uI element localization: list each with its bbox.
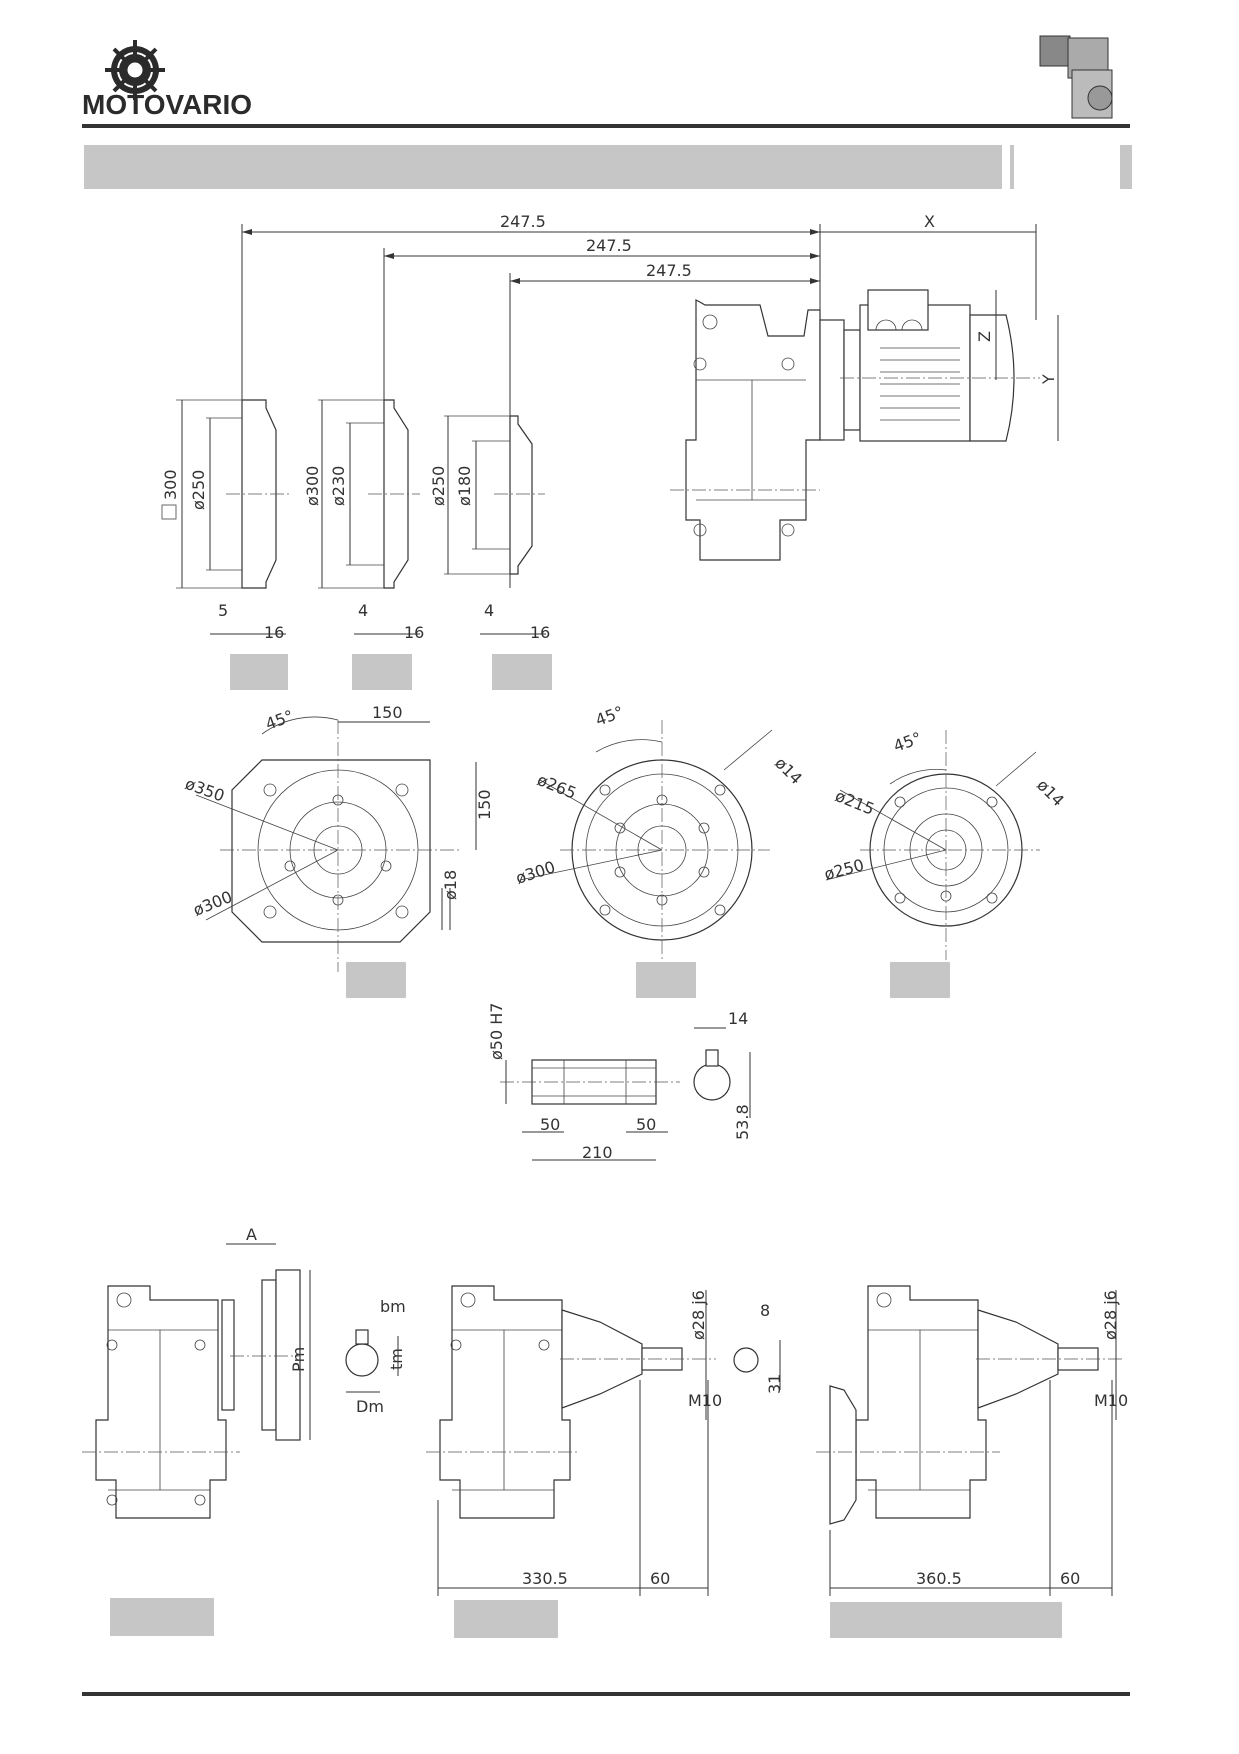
flange-3-side-view	[444, 415, 545, 575]
dim-f2-16: 16	[404, 623, 424, 642]
label-box-view-1	[346, 962, 406, 998]
dim-bottom-d28-a: ø28 j6	[689, 1290, 708, 1340]
dim-hollow-210: 210	[582, 1143, 613, 1162]
dim-f3-4: 4	[484, 601, 494, 620]
label-box-bottom-2	[454, 1600, 558, 1638]
dim-v3-d215: ø215	[833, 786, 878, 819]
gearmotor-side-view	[670, 289, 1040, 561]
gearbox-flange-output-shaft-view	[816, 1285, 1124, 1596]
square-flange-front-view	[195, 716, 460, 972]
label-box-view-2	[636, 962, 696, 998]
dim-bottom-60-a: 60	[650, 1569, 670, 1588]
dim-bottom-330-5: 330.5	[522, 1569, 568, 1588]
dim-f3-d180: ø180	[455, 466, 474, 506]
dim-v3-d14: ø14	[1033, 775, 1068, 810]
dim-bottom-m10-b: M10	[1094, 1391, 1128, 1410]
dim-v3-45: 45°	[891, 728, 924, 756]
gearbox-output-shaft-view	[426, 1285, 781, 1596]
dim-hollow-50a: 50	[540, 1115, 560, 1134]
dim-247-2: 247.5	[586, 236, 632, 255]
header-band	[84, 145, 1002, 189]
dim-hollow-d50: ø50 H7	[487, 1003, 506, 1060]
dim-bottom-bm: bm	[380, 1297, 406, 1316]
dim-hollow-53-8: 53.8	[733, 1104, 752, 1140]
label-box-bottom-3	[830, 1602, 1062, 1638]
label-box-flange-3	[492, 654, 552, 690]
brand-name: MOTOVARIO	[82, 89, 252, 120]
dim-bottom-d28-b: ø28 j6	[1101, 1290, 1120, 1340]
dim-bottom-m10-a: M10	[688, 1391, 722, 1410]
round-flange-250-front-view	[825, 730, 1040, 960]
gearbox-motor-adapter-view	[82, 1243, 399, 1519]
dim-v2-d265: ø265	[535, 770, 580, 803]
dim-v2-d300: ø300	[513, 857, 557, 888]
dim-bottom-tm: tm	[387, 1348, 406, 1370]
flange-2-side-view	[318, 399, 420, 589]
dim-hollow-50b: 50	[636, 1115, 656, 1134]
dim-f2-4: 4	[358, 601, 368, 620]
hollow-shaft-section	[500, 1027, 751, 1161]
dim-f3-d250: ø250	[429, 466, 448, 506]
dim-bottom-8: 8	[760, 1301, 770, 1320]
dim-v1-d18: ø18	[441, 870, 460, 900]
dim-f3-16: 16	[530, 623, 550, 642]
gear-flower-logo-icon	[105, 40, 165, 100]
round-flange-300-front-view	[519, 720, 773, 970]
dim-f1-square: 300	[161, 469, 180, 500]
dim-f2-d300: ø300	[303, 466, 322, 506]
dim-x: X	[924, 212, 935, 231]
dim-z: Z	[975, 331, 994, 342]
dim-v1-150-h: 150	[475, 789, 494, 820]
dim-247-1: 247.5	[500, 212, 546, 231]
dim-f1-16: 16	[264, 623, 284, 642]
dim-f1-d250: ø250	[189, 470, 208, 510]
square-symbol-icon	[161, 504, 177, 520]
dim-v2-45: 45°	[593, 702, 626, 730]
dim-v1-150-w: 150	[372, 703, 403, 722]
dim-y: Y	[1039, 374, 1058, 385]
header-band-gap	[1010, 145, 1014, 189]
label-box-view-3	[890, 962, 950, 998]
flange-1-side-view	[176, 399, 290, 589]
dim-v2-d14: ø14	[771, 753, 806, 788]
label-box-flange-2	[352, 654, 412, 690]
dim-247-3: 247.5	[646, 261, 692, 280]
dim-v1-d300: ø300	[190, 887, 235, 920]
dim-f2-d230: ø230	[329, 466, 348, 506]
motovario-logo: MOTOVARIO	[82, 40, 252, 120]
label-box-flange-1	[230, 654, 288, 690]
dim-v1-d350: ø350	[183, 774, 227, 806]
gearmotor-thumbnail-icon	[1039, 35, 1113, 119]
dim-bottom-pm: Pm	[289, 1347, 308, 1372]
dim-f1-5: 5	[218, 601, 228, 620]
header-band-end	[1120, 145, 1132, 189]
dim-hollow-14: 14	[728, 1009, 748, 1028]
dim-bottom-a: A	[246, 1225, 257, 1244]
dim-v1-45: 45°	[263, 706, 296, 734]
dim-bottom-60-b: 60	[1060, 1569, 1080, 1588]
dim-bottom-360-5: 360.5	[916, 1569, 962, 1588]
dim-bottom-dm: Dm	[356, 1397, 384, 1416]
dim-bottom-31: 31	[765, 1374, 784, 1394]
label-box-bottom-1	[110, 1598, 214, 1636]
dim-v3-d250: ø250	[822, 855, 866, 884]
